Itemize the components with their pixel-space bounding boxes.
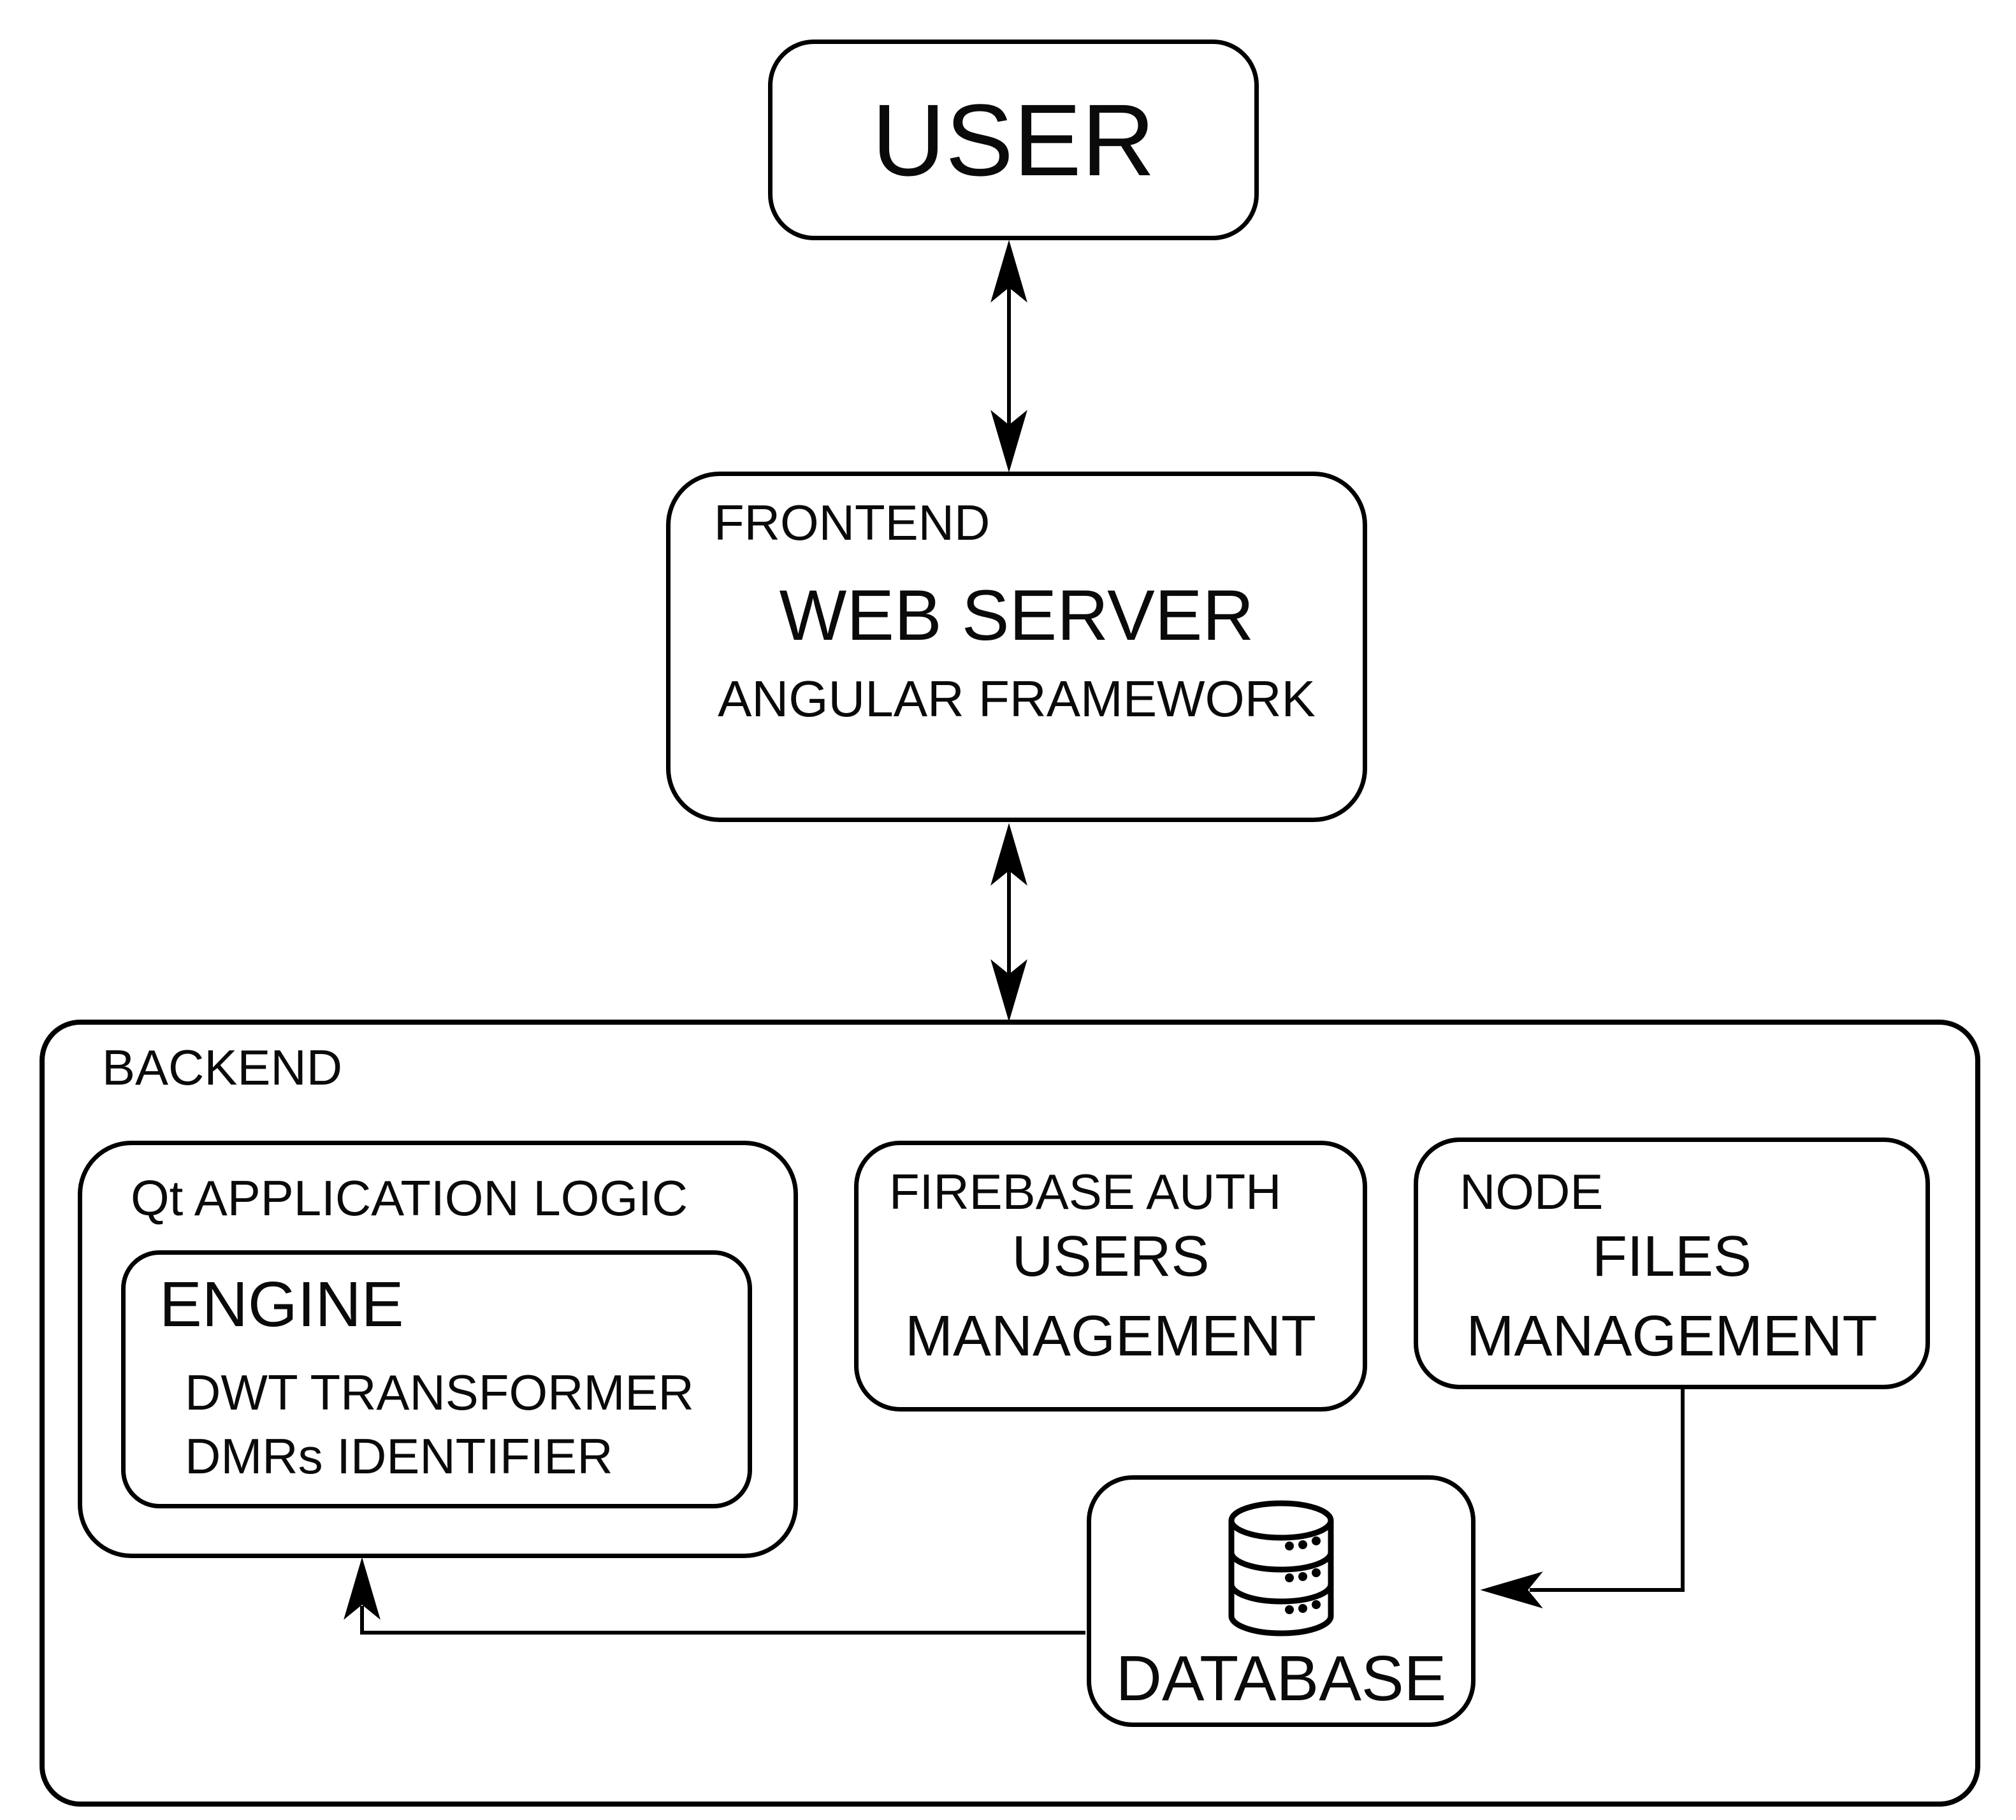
engine-node: ENGINE DWT TRANSFORMER DMRs IDENTIFIER	[121, 1250, 752, 1508]
database-label: DATABASE	[1115, 1643, 1447, 1714]
user-node: USER	[768, 40, 1259, 240]
arrow-frontend-backend	[990, 823, 1027, 1022]
arrowhead-left-icon	[1480, 1571, 1543, 1608]
firebase-auth-tag: FIREBASE AUTH	[889, 1164, 1282, 1220]
user-label: USER	[871, 82, 1156, 197]
arrowhead-up-icon	[990, 240, 1027, 303]
backend-tag: BACKEND	[102, 1039, 343, 1095]
angular-framework-label: ANGULAR FRAMEWORK	[718, 670, 1316, 727]
arrow-node-to-database	[1480, 1389, 1685, 1608]
arrowhead-up-icon	[990, 823, 1027, 886]
database-node: DATABASE	[1087, 1475, 1476, 1727]
firebase-auth-node: FIREBASE AUTH USERS MANAGEMENT	[854, 1141, 1367, 1412]
users-management-label-line1: USERS	[1012, 1225, 1210, 1289]
arrow-user-frontend	[990, 240, 1027, 473]
frontend-tag: FRONTEND	[714, 495, 990, 551]
arrowhead-down-icon	[990, 410, 1027, 473]
frontend-node: FRONTEND WEB SERVER ANGULAR FRAMEWORK	[666, 472, 1367, 822]
engine-title: ENGINE	[159, 1269, 404, 1340]
files-management-label-line1: FILES	[1592, 1225, 1752, 1289]
arrowhead-up-icon	[344, 1557, 381, 1620]
engine-dmrs-identifier-label: DMRs IDENTIFIER	[185, 1428, 613, 1484]
node-tag: NODE	[1460, 1164, 1604, 1220]
engine-dwt-transformer-label: DWT TRANSFORMER	[185, 1364, 694, 1420]
files-management-label-line2: MANAGEMENT	[1466, 1304, 1878, 1368]
node-files-node: NODE FILES MANAGEMENT	[1414, 1138, 1930, 1389]
arrowhead-down-icon	[990, 959, 1027, 1022]
arrow-database-to-engine	[344, 1557, 1085, 1635]
qt-application-logic-tag: Qt APPLICATION LOGIC	[131, 1170, 688, 1226]
database-cylinder-icon	[1228, 1500, 1334, 1636]
users-management-label-line2: MANAGEMENT	[904, 1304, 1317, 1368]
web-server-label: WEB SERVER	[779, 575, 1254, 655]
